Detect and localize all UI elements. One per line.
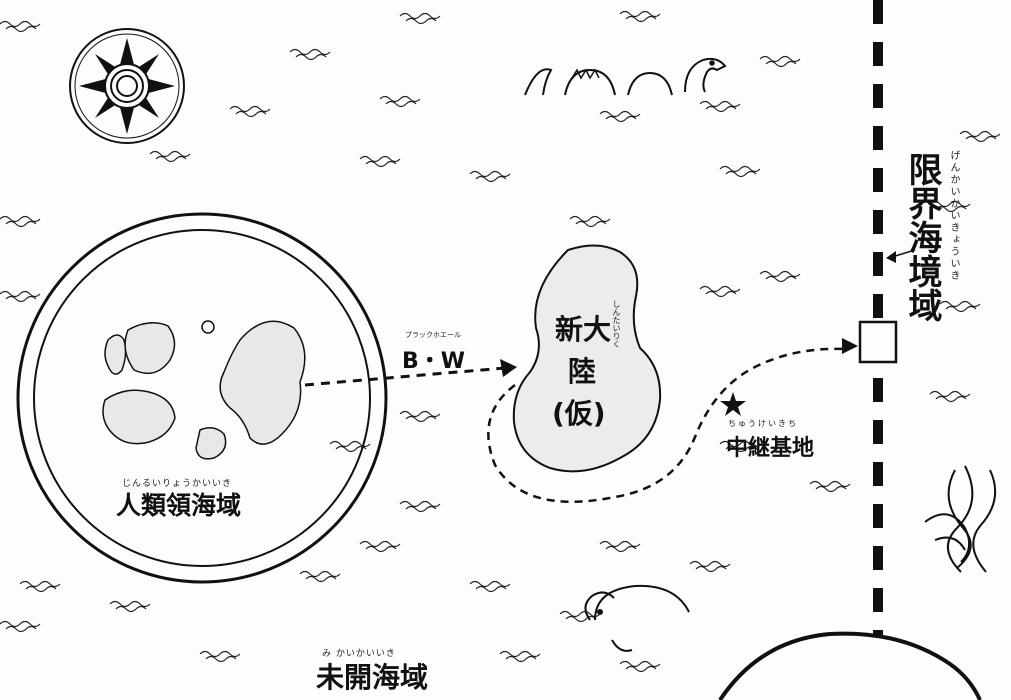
human-region-label: 人類領海域 (116, 491, 242, 520)
human-region-circle (16, 212, 388, 584)
bottom-land (718, 631, 982, 700)
sea-turtle-icon (584, 584, 690, 652)
new-continent-label-2: 陸 (568, 355, 597, 388)
arrow-icon (500, 359, 517, 377)
compass-rose-icon (69, 28, 185, 144)
relay-base-ruby: ちゅうけいきち (728, 419, 798, 428)
bw-ruby: ブラックホエール (405, 331, 461, 339)
boundary-label: 限界海境域 (902, 152, 942, 322)
relay-base-label: 中継基地 (726, 436, 815, 461)
relay-route (487, 347, 846, 503)
star-marker-icon (720, 392, 746, 416)
new-continent-label-3: (仮) (552, 397, 606, 430)
kraken-icon (924, 465, 997, 573)
boundary-ruby: げんかいかいきょういき (948, 150, 959, 282)
bw-label: B・W (402, 349, 466, 374)
new-continent-island (512, 244, 662, 473)
arrow-icon (842, 338, 858, 354)
new-continent-ruby: しんたいりく (612, 300, 621, 348)
unexplored-label: 未開海域 (316, 661, 429, 694)
unexplored-ruby: み かいかいいき (322, 649, 396, 659)
human-region-ruby: じんるいりょうかいいき (122, 479, 233, 489)
new-continent-label-1: 新大 (555, 313, 612, 346)
boundary-gate (858, 320, 898, 364)
arrow-icon (886, 251, 896, 263)
sea-serpent-icon (524, 57, 727, 96)
bw-route (304, 366, 506, 387)
